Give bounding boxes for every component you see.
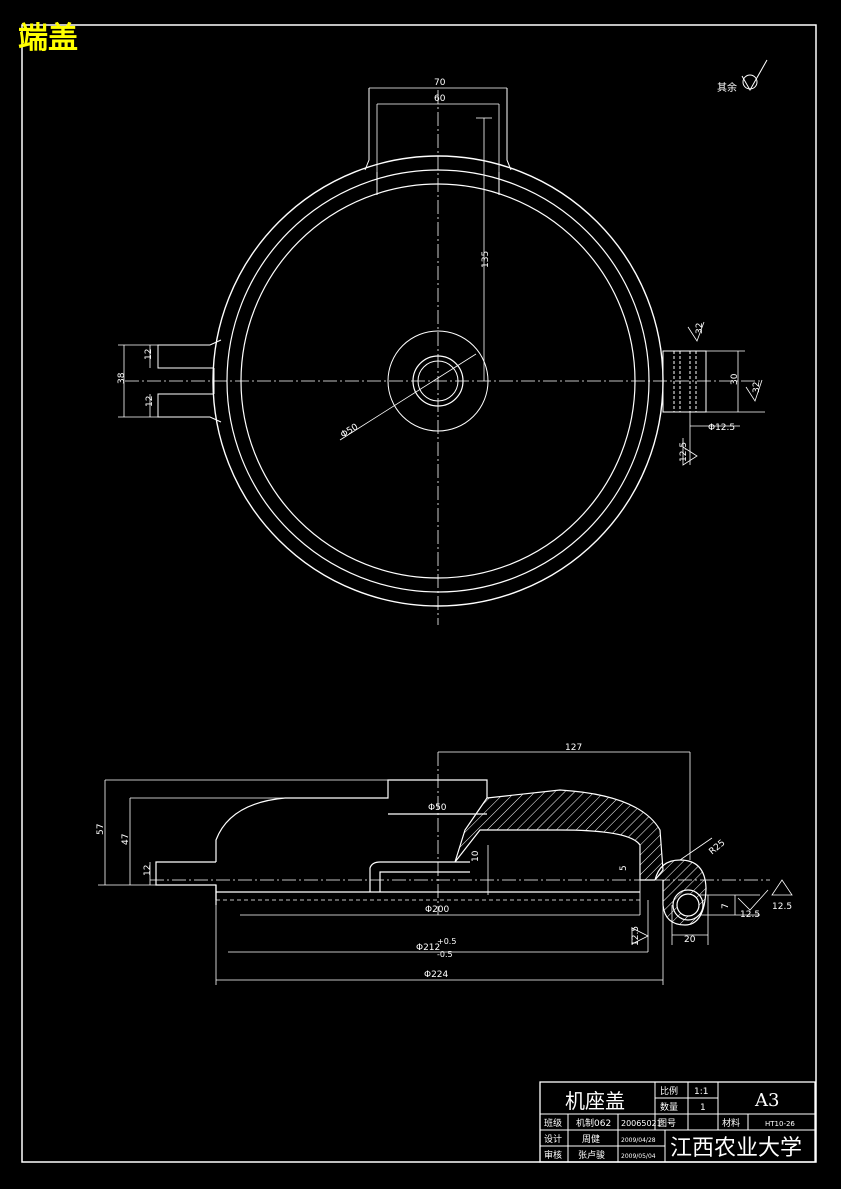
svg-text:1:1: 1:1: [694, 1087, 708, 1097]
sheet-border: [21, 24, 817, 1163]
svg-text:38: 38: [117, 372, 127, 384]
svg-text:Φ12.5: Φ12.5: [708, 423, 735, 433]
title-block-text: 机座盖 比例 1:1 数量 1 A3 班级 机制062 20065021 图号 …: [544, 1085, 802, 1161]
svg-text:Φ50: Φ50: [339, 422, 360, 440]
svg-text:10: 10: [471, 850, 481, 862]
svg-text:12: 12: [144, 349, 154, 360]
svg-text:32: 32: [695, 323, 705, 334]
svg-text:70: 70: [434, 78, 446, 88]
svg-text:2009/04/28: 2009/04/28: [621, 1137, 656, 1144]
svg-text:12.5: 12.5: [740, 910, 760, 920]
svg-text:审核: 审核: [544, 1149, 562, 1161]
svg-text:12: 12: [145, 396, 155, 407]
svg-text:47: 47: [121, 834, 131, 845]
section-dimensions: [98, 751, 793, 985]
svg-text:20: 20: [684, 935, 696, 945]
svg-text:12.5: 12.5: [631, 926, 641, 946]
top-view: [125, 88, 760, 625]
svg-text:机制062: 机制062: [576, 1117, 611, 1129]
svg-text:HT10-26: HT10-26: [765, 1120, 795, 1128]
roughness-note: 其余: [717, 59, 768, 94]
svg-text:60: 60: [434, 94, 446, 104]
svg-text:设计: 设计: [544, 1133, 562, 1145]
svg-text:材料: 材料: [722, 1117, 740, 1129]
svg-text:135: 135: [481, 251, 491, 268]
svg-text:其余: 其余: [717, 81, 737, 94]
svg-text:1: 1: [700, 1103, 706, 1113]
svg-text:班级: 班级: [544, 1117, 562, 1129]
section-dim-text: 127 Φ50 57 47 12 10 5 R25 Φ200 Φ212 +0.5…: [96, 743, 792, 980]
svg-text:-0.5: -0.5: [437, 950, 453, 959]
svg-text:+0.5: +0.5: [437, 937, 456, 946]
svg-text:12.5: 12.5: [772, 902, 792, 912]
svg-text:张卢骏: 张卢骏: [578, 1149, 605, 1161]
svg-text:12.5: 12.5: [679, 442, 689, 462]
svg-text:Φ50: Φ50: [428, 803, 447, 813]
university-name: 江西农业大学: [670, 1136, 802, 1161]
svg-text:20065021: 20065021: [621, 1119, 662, 1128]
svg-text:12: 12: [143, 865, 153, 876]
svg-text:5: 5: [619, 865, 629, 871]
svg-text:图号: 图号: [658, 1118, 676, 1129]
section-view: [105, 752, 770, 926]
svg-text:127: 127: [565, 743, 582, 753]
svg-text:R25: R25: [707, 838, 727, 857]
top-view-dimensions: [118, 87, 765, 466]
svg-text:32: 32: [752, 382, 762, 393]
svg-text:数量: 数量: [660, 1101, 678, 1113]
sheet-size: A3: [754, 1090, 779, 1111]
svg-text:30: 30: [730, 373, 740, 385]
title-block: [539, 1081, 816, 1163]
svg-text:比例: 比例: [660, 1085, 678, 1097]
svg-text:57: 57: [96, 824, 106, 835]
svg-text:Φ224: Φ224: [424, 970, 449, 980]
svg-text:Φ200: Φ200: [425, 905, 450, 915]
svg-text:周健: 周健: [582, 1133, 600, 1145]
svg-text:2009/05/04: 2009/05/04: [621, 1153, 656, 1160]
part-name: 机座盖: [565, 1089, 625, 1113]
svg-text:7: 7: [721, 903, 731, 909]
sheet-title: 端盖: [18, 21, 78, 56]
svg-text:Φ212: Φ212: [416, 943, 440, 953]
